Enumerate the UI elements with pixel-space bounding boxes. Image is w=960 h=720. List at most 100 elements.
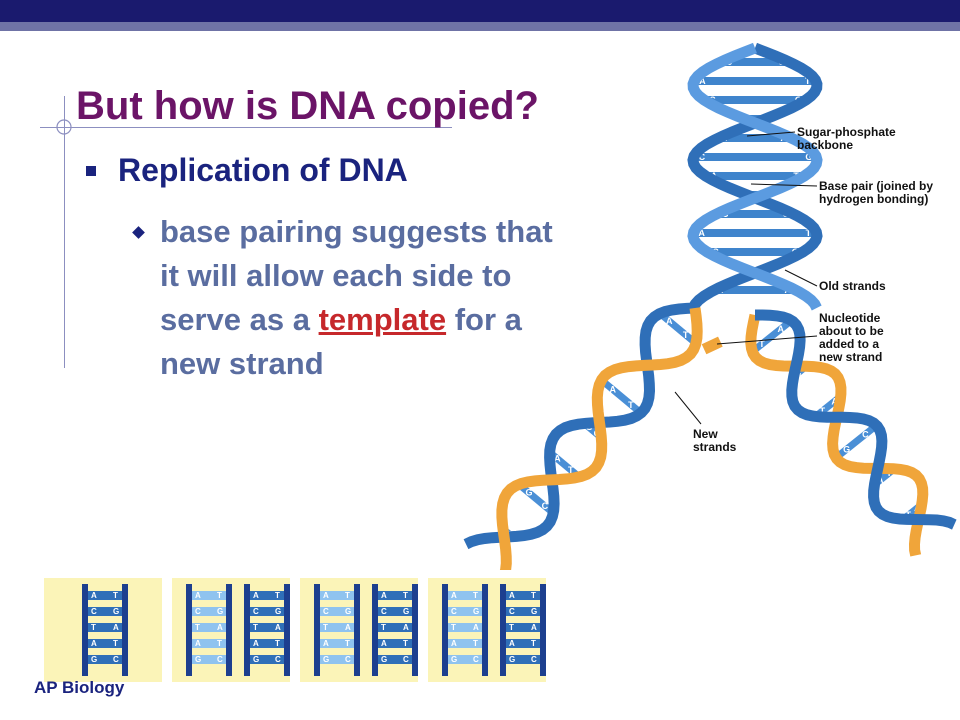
callout-text: hydrogen bonding): [819, 192, 928, 206]
base-pair-bar: [750, 317, 794, 355]
base-letter: G: [805, 152, 812, 162]
base-letter: G: [451, 655, 457, 664]
top-title-bar: [0, 0, 960, 22]
base-letter: A: [509, 639, 515, 648]
base-pair-bar: [716, 210, 794, 218]
base-letter: T: [473, 639, 478, 648]
base-letter: C: [699, 152, 706, 162]
callout-text: Old strands: [819, 279, 886, 293]
base-letter: A: [275, 623, 281, 632]
base-letter: T: [806, 228, 812, 238]
base-letter: T: [345, 591, 350, 600]
base-letter: T: [628, 400, 634, 410]
old-strand-left: [463, 302, 696, 550]
base-letter: A: [323, 591, 329, 600]
callout-text: backbone: [797, 138, 853, 152]
panel-backbone: [226, 584, 232, 676]
base-letter: T: [113, 639, 118, 648]
base-letter: C: [531, 655, 537, 664]
base-letter: G: [253, 655, 259, 664]
panel-base-pair: [320, 623, 354, 632]
panel-backbone: [482, 584, 488, 676]
base-letter: C: [403, 655, 409, 664]
crosshair-ornament: [56, 119, 72, 135]
base-letter: A: [113, 623, 119, 632]
panel-base-pair: [250, 623, 284, 632]
base-letter: T: [217, 639, 222, 648]
base-pair-bar: [657, 310, 699, 347]
panel-backbone: [540, 584, 546, 676]
panel-base-pair: [506, 655, 540, 664]
diamond-bullet-icon: [132, 226, 145, 239]
base-letter: T: [531, 591, 536, 600]
base-letter: G: [217, 607, 223, 616]
template-link[interactable]: template: [318, 302, 447, 337]
base-letter: A: [699, 76, 706, 86]
base-letter: T: [759, 339, 765, 349]
base-letter: A: [195, 639, 201, 648]
panel-base-pair: [88, 623, 122, 632]
base-letter: T: [381, 623, 386, 632]
panel-base-pair: [88, 591, 122, 600]
callout-text: Base pair (joined by: [819, 179, 933, 193]
base-letter: G: [195, 655, 201, 664]
base-letter: A: [345, 623, 351, 632]
base-letter: T: [91, 623, 96, 632]
callout-line: [674, 391, 702, 425]
panel-backbone: [372, 584, 378, 676]
base-pair-bar: [833, 422, 879, 461]
base-letter: A: [195, 591, 201, 600]
base-letter: G: [275, 607, 281, 616]
base-letter: T: [568, 465, 574, 475]
base-letter: T: [195, 623, 200, 632]
old-strand-a: [687, 42, 823, 311]
base-letter: A: [451, 591, 457, 600]
base-letter: T: [345, 639, 350, 648]
panel-base-pair: [378, 655, 412, 664]
callout-text: strands: [693, 440, 737, 454]
vertical-guide-line: [64, 96, 65, 368]
base-pair: AT: [657, 310, 699, 347]
base-letter: A: [253, 639, 259, 648]
base-pair-bar: [704, 96, 806, 104]
panel-backbone: [354, 584, 360, 676]
base-letter: A: [91, 639, 97, 648]
old-strand-b: [687, 42, 823, 311]
base-letter: T: [820, 406, 826, 416]
base-letter: A: [777, 324, 784, 334]
base-letter: A: [554, 453, 561, 463]
callout-text: about to be: [819, 324, 884, 338]
panel-base-pair: [250, 591, 284, 600]
panel-backbone: [244, 584, 250, 676]
panel-backbone: [500, 584, 506, 676]
base-letter: T: [253, 623, 258, 632]
free-nucleotide: [701, 336, 723, 355]
panel-base-pair: [448, 655, 482, 664]
base-letter: C: [381, 607, 387, 616]
panel-backbone: [412, 584, 418, 676]
panel-base-pair: [506, 639, 540, 648]
base-pair: TA: [750, 317, 794, 355]
base-letter: A: [253, 591, 259, 600]
square-bullet-icon: [86, 166, 96, 176]
top-accent-bar: [0, 22, 960, 31]
base-pair: CG: [516, 481, 556, 516]
base-letter: A: [451, 639, 457, 648]
panel-backbone: [314, 584, 320, 676]
base-letter: T: [323, 623, 328, 632]
base-letter: C: [91, 607, 97, 616]
base-letter: T: [403, 639, 408, 648]
panel-base-pair: [88, 655, 122, 664]
panel-base-pair: [192, 655, 226, 664]
base-letter: A: [473, 623, 479, 632]
panel-backbone: [122, 584, 128, 676]
